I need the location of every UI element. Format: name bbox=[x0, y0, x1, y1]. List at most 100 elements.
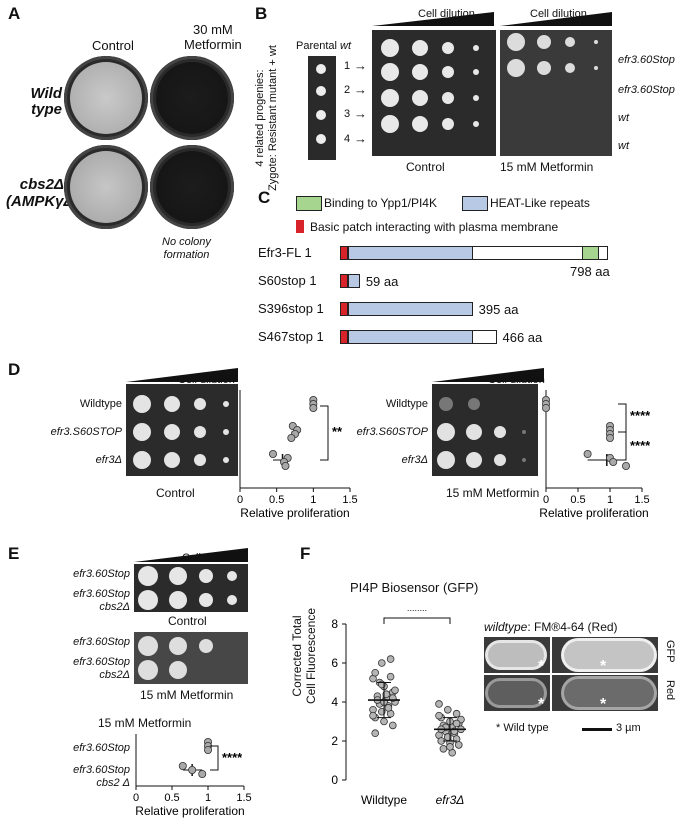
construct-end-label: 466 aa bbox=[502, 330, 543, 345]
colony-spot bbox=[227, 571, 237, 581]
f-star: * bbox=[600, 658, 607, 675]
colony-spot bbox=[164, 452, 180, 468]
construct-segment bbox=[340, 246, 348, 260]
x-axis-label: Relative proliferation bbox=[539, 506, 648, 520]
x-tick-label: 1.5 bbox=[634, 494, 649, 506]
colony-spot bbox=[437, 451, 455, 469]
colony-spot bbox=[138, 566, 158, 586]
d-bottom-metformin: 15 mM Metformin bbox=[446, 486, 540, 500]
f-star: * bbox=[600, 696, 607, 713]
data-point bbox=[386, 655, 395, 663]
b-row-3: 3 bbox=[344, 108, 351, 120]
legend-green-label: Binding to Ypp1/PI4K bbox=[324, 196, 437, 210]
e-row-met-2: efr3.60Stop cbs2Δ bbox=[73, 656, 130, 681]
colony-spot bbox=[537, 35, 551, 49]
construct-segment bbox=[348, 330, 473, 344]
colony-spot bbox=[412, 90, 428, 106]
colony-spot bbox=[138, 590, 158, 610]
colony-spot bbox=[473, 69, 479, 75]
construct-segment bbox=[348, 274, 360, 288]
construct-end-label: 395 aa bbox=[478, 302, 519, 317]
b-dilution-left: Cell dilution bbox=[418, 8, 475, 20]
colony-spot bbox=[194, 454, 206, 466]
data-point bbox=[309, 403, 318, 412]
data-point bbox=[371, 729, 379, 737]
colony-spot bbox=[442, 92, 454, 104]
e-row-control-1: efr3.60Stop bbox=[73, 568, 130, 580]
d-row-wildtype: Wildtype bbox=[79, 398, 122, 410]
legend-red-label: Basic patch interacting with plasma memb… bbox=[310, 220, 559, 234]
plate-cbs2-metformin bbox=[150, 145, 234, 229]
data-point bbox=[455, 741, 463, 749]
data-point bbox=[287, 434, 296, 443]
sig-bracket bbox=[618, 403, 627, 433]
x-axis-label: Relative proliferation bbox=[135, 804, 244, 818]
e-row-control-2: efr3.60Stop cbs2Δ bbox=[73, 588, 130, 613]
d-row-s60-r: efr3.S60STOP bbox=[356, 426, 428, 438]
y-tick-label: 6 bbox=[331, 656, 338, 670]
sig-bracket bbox=[210, 745, 219, 771]
a-note-no-colony: No colony formation bbox=[162, 236, 211, 261]
colony-spot bbox=[507, 59, 525, 77]
x-tick-label: 0 bbox=[543, 494, 549, 506]
x-tick-label: 0 bbox=[237, 494, 243, 506]
f-micro-title-italic: wildtype bbox=[484, 620, 528, 634]
legend-red-swatch bbox=[296, 220, 304, 233]
b-gel-metformin bbox=[500, 30, 612, 156]
f-micro-title-rest: : FM®4-64 (Red) bbox=[527, 620, 618, 634]
data-point bbox=[386, 672, 395, 681]
a-col-control: Control bbox=[92, 38, 134, 53]
e-control-label: Control bbox=[168, 614, 207, 628]
colony-spot bbox=[473, 95, 479, 101]
construct-segment bbox=[348, 302, 473, 316]
construct-segment bbox=[581, 246, 599, 260]
data-point bbox=[178, 761, 187, 770]
panel-label-a: A bbox=[8, 4, 21, 23]
d-row-efr3: efr3Δ bbox=[95, 454, 122, 466]
panel-label-e: E bbox=[8, 544, 20, 563]
colony-spot bbox=[169, 567, 187, 585]
f-scale-label: 3 µm bbox=[616, 722, 641, 734]
colony-spot bbox=[199, 639, 213, 653]
e-met-label: 15 mM Metformin bbox=[140, 688, 234, 702]
a-col-metformin: 30 mM Metformin bbox=[184, 22, 242, 52]
f-cell bbox=[564, 679, 654, 707]
colony-spot bbox=[442, 42, 454, 54]
x-tick-label: 1 bbox=[310, 494, 316, 506]
d-dilution-left: Cell dilution bbox=[178, 374, 235, 386]
x-category-label: efr3Δ bbox=[436, 793, 465, 807]
colony-spot bbox=[223, 401, 229, 407]
colony-spot bbox=[412, 40, 428, 56]
panel-label-d: D bbox=[8, 360, 21, 379]
sig-label: ** bbox=[332, 424, 343, 439]
f-star: * bbox=[538, 658, 545, 675]
f-scale-bar bbox=[582, 728, 612, 731]
x-tick-label: 1.5 bbox=[236, 792, 251, 804]
plate-wt-metformin bbox=[150, 56, 234, 140]
e-chart-row-1: efr3.60Stop bbox=[73, 742, 130, 754]
colony-spot bbox=[381, 89, 399, 107]
b-parental-strain: wt bbox=[340, 40, 352, 52]
colony-spot bbox=[223, 457, 229, 463]
b-row-4: 4 bbox=[344, 133, 351, 145]
x-tick-label: 0.5 bbox=[570, 494, 585, 506]
data-point bbox=[377, 707, 386, 716]
data-point bbox=[609, 458, 618, 467]
construct-name: Efr3-FL 1 bbox=[258, 245, 312, 260]
b-arrow: → bbox=[354, 131, 367, 146]
colony-spot bbox=[466, 452, 482, 468]
x-tick-label: 1 bbox=[205, 792, 211, 804]
x-tick-label: 0.5 bbox=[164, 792, 179, 804]
construct-name: S396stop 1 bbox=[258, 301, 324, 316]
legend-green-swatch bbox=[296, 196, 322, 211]
sig-bracket bbox=[618, 431, 627, 461]
data-point bbox=[622, 462, 631, 471]
colony-spot bbox=[494, 454, 506, 466]
data-point bbox=[204, 745, 213, 754]
data-point bbox=[542, 403, 550, 412]
x-axis-label: Relative proliferation bbox=[240, 506, 349, 520]
colony-spot bbox=[227, 595, 237, 605]
plate-cbs2-control bbox=[64, 145, 148, 229]
b-right-label: efr3.60Stop bbox=[618, 54, 675, 66]
colony-spot bbox=[412, 116, 428, 132]
